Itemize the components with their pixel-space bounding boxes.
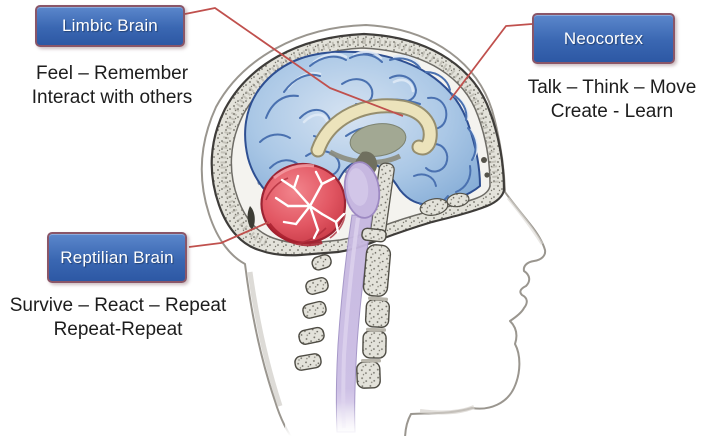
callout-label-reptilian-brain: Reptilian Brain [60,247,174,267]
description-reptilian-line1: Survive – React – Repeat [9,295,227,316]
description-neocortex-line1: Talk – Think – Move [527,77,697,98]
leader-line-limbic [184,7,404,117]
leader-lines [184,7,533,248]
callout-box-limbic-brain: Limbic Brain [35,5,185,47]
description-neocortex: Talk – Think – Move Create - Learn [506,76,704,124]
spine-illustration [294,227,392,389]
description-reptilian-brain: Survive – React – Repeat Repeat-Repeat [0,294,236,342]
description-neocortex-line2: Create - Learn [550,101,674,122]
description-limbic-line2: Interact with others [31,87,193,108]
callout-box-neocortex: Neocortex [532,13,675,64]
leader-line-neocortex [449,23,533,101]
callout-label-limbic-brain: Limbic Brain [62,16,158,35]
cerebellum-illustration [260,162,347,247]
skull-base-bones [419,192,470,216]
description-reptilian-line2: Repeat-Repeat [53,319,183,340]
venous-sinus [247,206,255,230]
leader-line-reptilian [188,221,270,248]
callout-label-neocortex: Neocortex [563,28,644,48]
description-limbic-brain: Feel – Remember Interact with others [0,62,224,110]
callout-box-reptilian-brain: Reptilian Brain [47,232,187,283]
corpus-callosum-illustration [310,98,438,158]
description-limbic-line1: Feel – Remember [35,63,189,84]
arbor-vitae [274,170,346,240]
